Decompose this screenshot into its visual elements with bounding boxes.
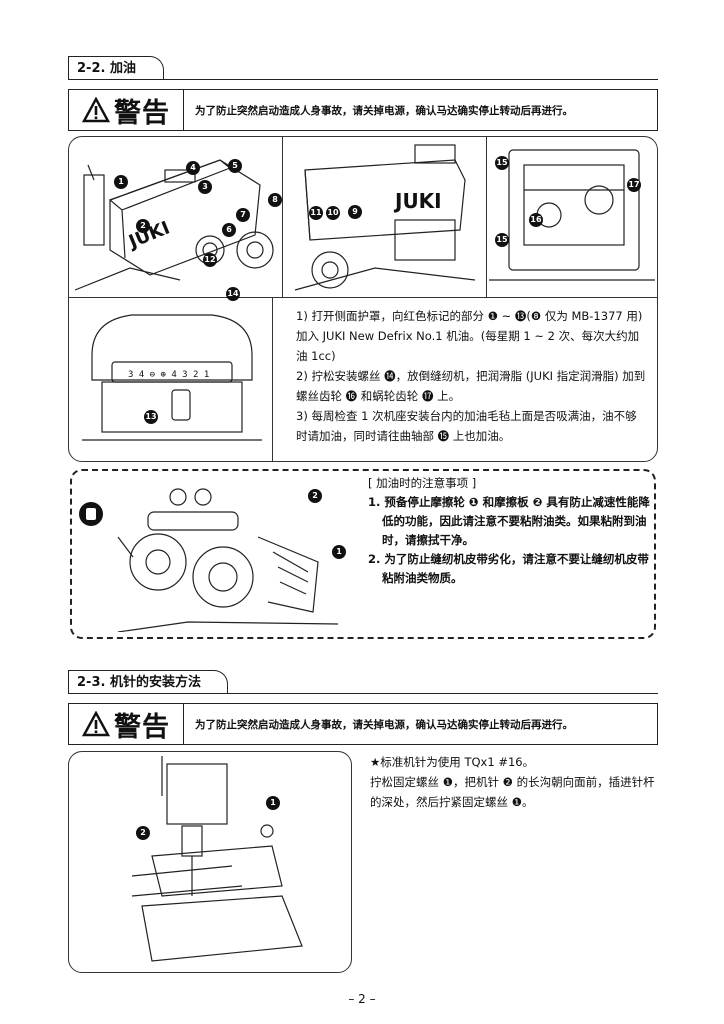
callout-2: 2 [136, 219, 150, 233]
callout-15: 15 [495, 156, 509, 170]
callout-7: 7 [236, 208, 250, 222]
callout-9: 9 [348, 205, 362, 219]
needle-figure-panel [68, 751, 352, 973]
callout-16: 16 [529, 213, 543, 227]
oiling-instructions: 1) 打开侧面护罩，向红色标记的部分 ❶ ~ ⓭(❽ 仅为 MB-1377 用)… [296, 306, 648, 446]
callout-3: 3 [198, 180, 212, 194]
warning-triangle-icon [82, 97, 110, 123]
callout-12: 12 [203, 253, 217, 267]
warning-head: 警告 [69, 704, 184, 744]
divider [69, 297, 657, 298]
callout-13: 13 [144, 410, 158, 424]
warning-label: 警告 [114, 711, 170, 743]
friction-wheel-illustration [117, 488, 339, 632]
callout-needle: 2 [136, 826, 150, 840]
instruction-1: 1) 打开侧面护罩，向红色标记的部分 ❶ ~ ⓭(❽ 仅为 MB-1377 用)… [296, 309, 643, 363]
instruction-3: 3) 每周检查 1 次机座安装台内的加油毛毡上面是否吸满油，油不够时请加油，同时… [296, 409, 637, 443]
section-rule [68, 79, 658, 80]
callout-friction-wheel: 1 [332, 545, 346, 559]
divider [486, 137, 487, 297]
oil-window-illustration: 3 4 ⊖ ⊕ 4 3 2 1 [82, 314, 262, 441]
caution-hand-icon [79, 502, 103, 526]
needle-bar-illustration [131, 756, 303, 962]
warning-box: 警告 为了防止突然启动造成人身事故，请关掉电源，确认马达确实停止转动后再进行。 [68, 89, 658, 131]
callout-4: 4 [186, 161, 200, 175]
caution-2: 2. 为了防止缝纫机皮带劣化，请注意不要让缝纫机皮带粘附油类物质。 [368, 552, 649, 585]
callout-6: 6 [222, 223, 236, 237]
section-title-oiling: 2-2. 加油 [68, 56, 164, 80]
standard-needle-note: ★标准机针为使用 TQx1 #16。 [370, 755, 535, 769]
callout-8: 8 [268, 193, 282, 207]
juki-logo: JUKI [393, 189, 442, 213]
warning-label: 警告 [114, 97, 170, 129]
warning-text: 为了防止突然启动造成人身事故，请关掉电源，确认马达确实停止转动后再进行。 [195, 718, 573, 731]
caution-box [70, 469, 656, 639]
divider [272, 297, 273, 462]
callout-set-screw: 1 [266, 796, 280, 810]
callout-15: 15 [495, 233, 509, 247]
bed-interior-illustration [489, 149, 655, 281]
callout-10: 10 [326, 206, 340, 220]
machine-illustration-rear: JUKI [294, 144, 476, 291]
oiling-cautions: [ 加油时的注意事项 ] 1. 预备停止摩擦轮 ❶ 和摩擦板 ❷ 具有防止减速性… [368, 474, 652, 588]
callout-11: 11 [309, 206, 323, 220]
caution-1: 1. 预备停止摩擦轮 ❶ 和摩擦板 ❷ 具有防止减速性能降低的功能，因此请注意不… [368, 495, 650, 547]
page-number: – 2 – [348, 992, 376, 1006]
scale-marks: 3 4 ⊖ ⊕ 4 3 2 1 [128, 370, 209, 380]
section-rule [68, 693, 658, 694]
machine-illustration-front: JUKI [74, 159, 274, 291]
callout-1: 1 [114, 175, 128, 189]
divider [282, 137, 283, 297]
callout-17: 17 [627, 178, 641, 192]
callout-14: 14 [226, 287, 240, 301]
callout-5: 5 [228, 159, 242, 173]
warning-head: 警告 [69, 90, 184, 130]
needle-install-steps: 拧松固定螺丝 ❶，把机针 ❷ 的长沟朝向面前，插进针杆的深处，然后拧紧固定螺丝 … [370, 775, 655, 809]
cautions-heading: [ 加油时的注意事项 ] [368, 476, 477, 490]
warning-text: 为了防止突然启动造成人身事故，请关掉电源，确认马达确实停止转动后再进行。 [195, 104, 573, 117]
needle-instructions: ★标准机针为使用 TQx1 #16。 拧松固定螺丝 ❶，把机针 ❷ 的长沟朝向面… [370, 752, 656, 812]
warning-triangle-icon [82, 711, 110, 737]
section-title-needle: 2-3. 机针的安装方法 [68, 670, 228, 694]
warning-box: 警告 为了防止突然启动造成人身事故，请关掉电源，确认马达确实停止转动后再进行。 [68, 703, 658, 745]
instruction-2: 2) 拧松安装螺丝 ⓮，放倒缝纫机，把润滑脂 (JUKI 指定润滑脂) 加到螺丝… [296, 369, 646, 403]
callout-friction-plate: 2 [308, 489, 322, 503]
